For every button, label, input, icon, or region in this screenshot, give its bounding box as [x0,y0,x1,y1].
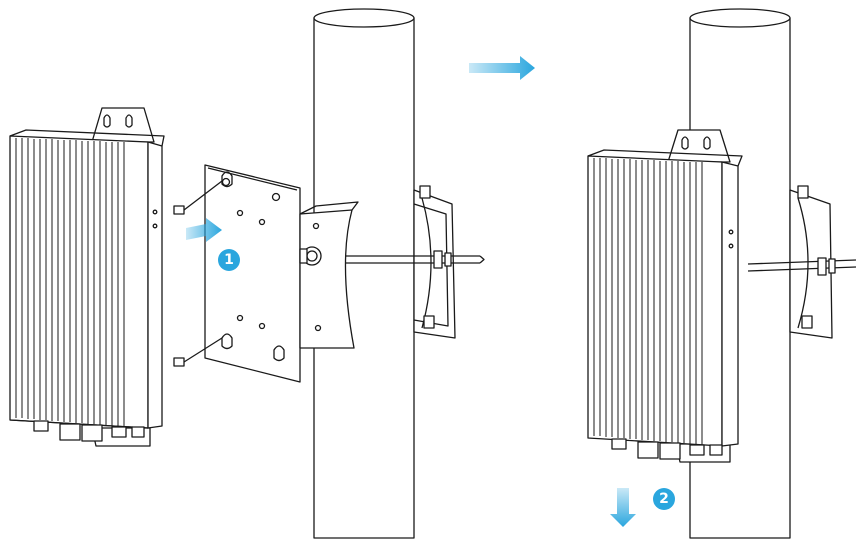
connectors-left [33,420,145,442]
svg-text:2: 2 [659,491,669,507]
right-scene: 2 [587,8,856,539]
arrow-down-icon [610,488,636,527]
step-1-badge: 1 [218,249,240,271]
connectors-right [611,438,723,460]
cooling-fins-right [593,158,703,445]
arrow-right-icon [469,56,535,80]
rear-clamp-right [789,185,833,339]
alignment-guides [183,180,223,363]
mounting-plate [204,164,301,383]
left-scene: 1 [9,8,485,539]
device-right [587,129,743,463]
step-2-badge: 2 [653,488,675,510]
threaded-rod-left [332,250,485,269]
pole-right [689,8,791,539]
device-left [9,107,185,447]
front-clamp-bracket [299,201,359,349]
arrow-right-icon [186,218,222,242]
svg-text:1: 1 [224,252,234,268]
cooling-fins-left [15,138,125,427]
threaded-rod-right [747,257,856,276]
